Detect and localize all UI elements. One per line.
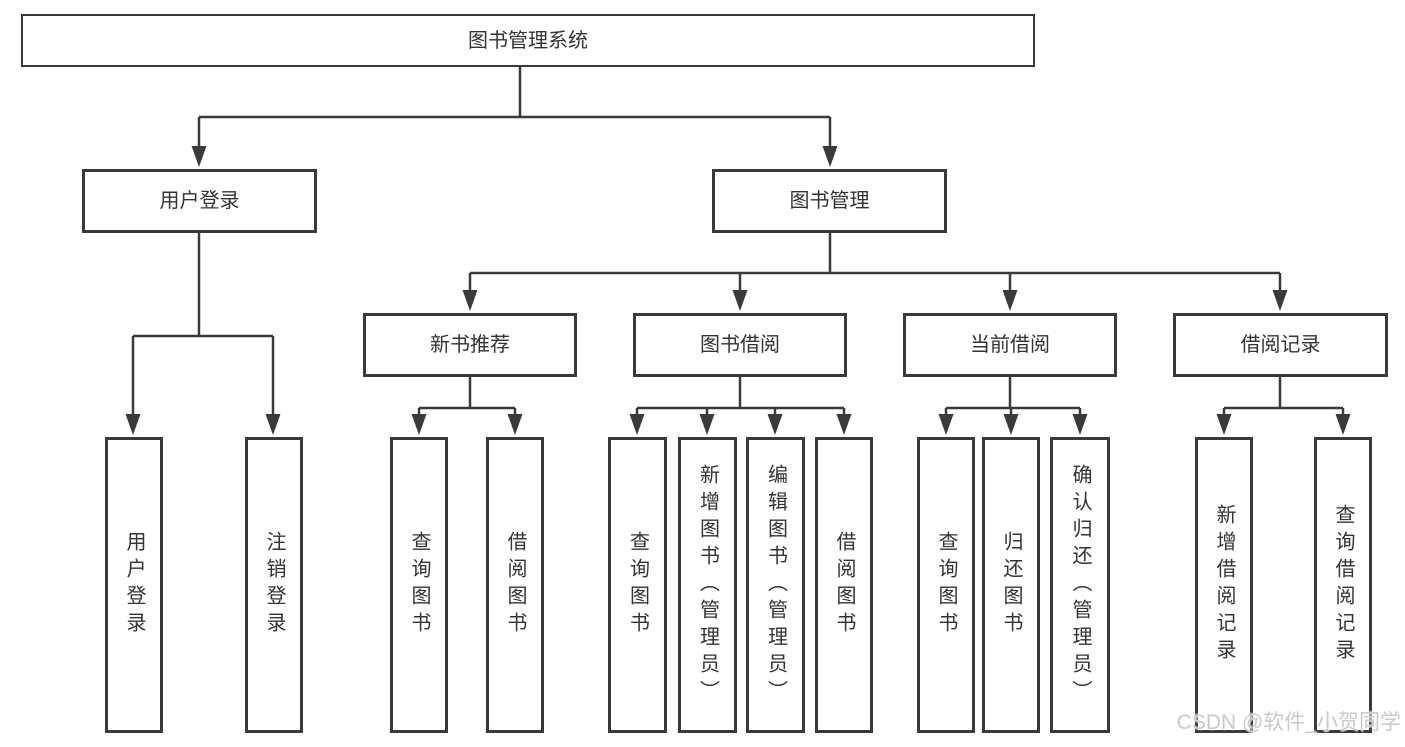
node-book-management: 图书管理 [712, 169, 947, 233]
leaf-return-books: 归还图书 [982, 437, 1040, 733]
leaf-query-borrow-record: 查询借阅记录 [1314, 437, 1372, 733]
csdn-watermark: CSDN @软件_小贺同学 [1176, 711, 1401, 734]
leaf-query-books-a: 查询图书 [390, 437, 448, 733]
leaf-borrow-books-b: 借阅图书 [815, 437, 873, 733]
node-user-login: 用户登录 [82, 169, 317, 233]
leaf-logout: 注销登录 [245, 437, 303, 733]
node-borrow-records: 借阅记录 [1173, 313, 1388, 377]
leaf-query-books-b: 查询图书 [608, 437, 667, 733]
node-book-borrow: 图书借阅 [633, 313, 847, 377]
leaf-add-books-admin: 新增图书（管理员） [678, 437, 737, 733]
leaf-user-login: 用户登录 [105, 437, 163, 733]
node-current-borrow: 当前借阅 [903, 313, 1117, 377]
leaf-borrow-books-a: 借阅图书 [486, 437, 544, 733]
leaf-query-books-c: 查询图书 [917, 437, 975, 733]
node-new-book-recommend: 新书推荐 [363, 313, 577, 377]
leaf-add-borrow-record: 新增借阅记录 [1195, 437, 1253, 733]
leaf-edit-books-admin: 编辑图书（管理员） [746, 437, 805, 733]
leaf-confirm-return-admin: 确认归还（管理员） [1050, 437, 1110, 733]
arrowheads [125, 146, 1351, 435]
node-root: 图书管理系统 [21, 14, 1035, 67]
